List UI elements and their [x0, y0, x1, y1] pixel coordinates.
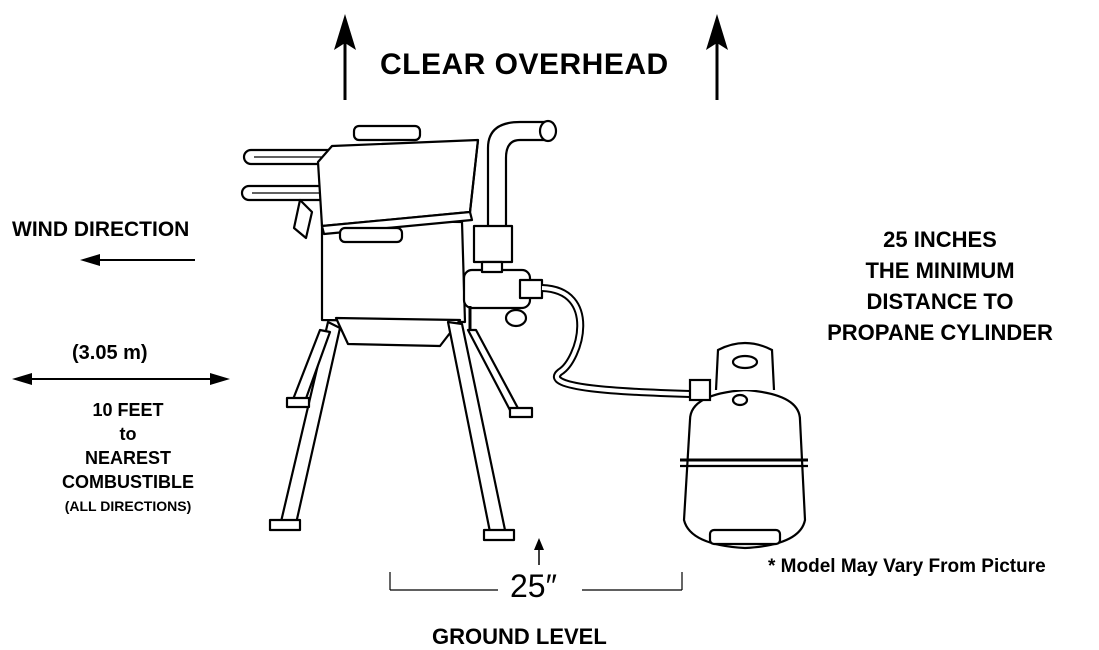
up-arrow-icon	[706, 14, 728, 100]
clear-overhead-label: CLEAR OVERHEAD	[380, 48, 669, 81]
hose-icon	[541, 284, 691, 398]
cylinder-line-4: PROPANE CYLINDER	[827, 320, 1053, 345]
clearance-line-4: COMBUSTIBLE	[62, 472, 194, 492]
clearance-line-2: to	[119, 424, 137, 444]
cylinder-line-1: 25 INCHES	[883, 227, 997, 252]
fryer-icon	[240, 119, 558, 542]
propane-tank-icon	[680, 341, 808, 550]
cylinder-line-2: THE MINIMUM	[865, 258, 1015, 283]
double-arrow-icon	[12, 373, 230, 385]
left-arrow-icon	[80, 254, 195, 266]
small-up-arrow-icon	[534, 538, 544, 565]
model-note: * Model May Vary From Picture	[768, 556, 1046, 577]
combustible-clearance-block: 10 FEET to NEAREST COMBUSTIBLE (ALL DIRE…	[38, 398, 218, 518]
clearance-line-3: NEAREST	[84, 448, 171, 468]
up-arrow-icon	[334, 14, 356, 100]
cylinder-line-3: DISTANCE TO	[866, 289, 1014, 314]
ground-level-label: GROUND LEVEL	[432, 624, 607, 649]
wind-direction-label: WIND DIRECTION	[12, 218, 190, 241]
clearance-line-5: (ALL DIRECTIONS)	[64, 498, 192, 514]
dimension-label: 25″	[510, 568, 557, 604]
dimension-line	[389, 572, 683, 591]
cylinder-distance-block: 25 INCHES THE MINIMUM DISTANCE TO PROPAN…	[815, 224, 1065, 348]
clearance-line-1: 10 FEET	[92, 400, 164, 420]
metric-distance-label: (3.05 m)	[72, 342, 148, 364]
